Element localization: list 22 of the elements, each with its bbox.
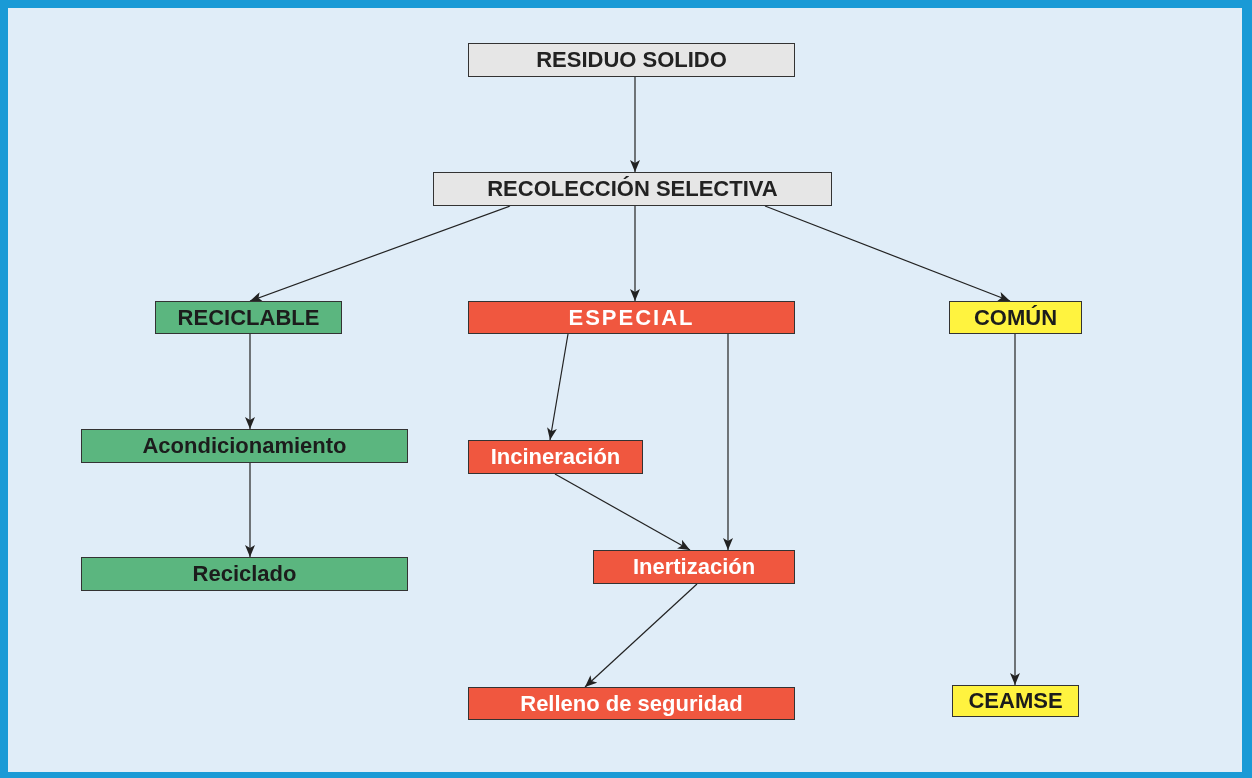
arrow xyxy=(630,76,640,173)
arrow xyxy=(245,462,255,558)
process-box: RESIDUO SOLIDO xyxy=(468,43,795,77)
process-box: Inertización xyxy=(593,550,795,584)
arrow xyxy=(245,333,255,430)
process-box: Acondicionamiento xyxy=(81,429,408,463)
arrow xyxy=(547,333,569,441)
process-box: CEAMSE xyxy=(952,685,1079,717)
process-box: RECOLECCIÓN SELECTIVA xyxy=(433,172,832,206)
arrow xyxy=(554,473,691,551)
process-box: Reciclado xyxy=(81,557,408,591)
arrow xyxy=(584,583,698,688)
arrow xyxy=(764,205,1011,302)
arrow xyxy=(1010,333,1020,686)
process-box: Incineración xyxy=(468,440,643,474)
arrow xyxy=(249,205,511,302)
arrow xyxy=(630,205,640,302)
process-box: RECICLABLE xyxy=(155,301,342,334)
process-box: ESPECIAL xyxy=(468,301,795,334)
process-box: COMÚN xyxy=(949,301,1082,334)
process-box: Relleno de seguridad xyxy=(468,687,795,720)
arrow xyxy=(723,333,733,551)
